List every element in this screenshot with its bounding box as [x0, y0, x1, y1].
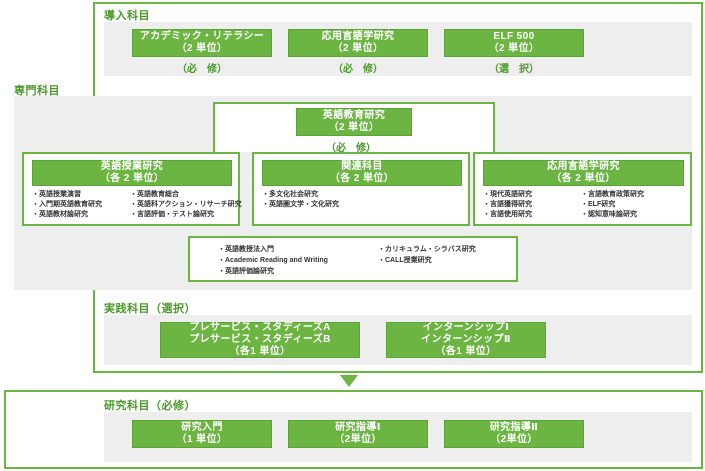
list-item: 英語教育総合	[130, 190, 242, 200]
course-name: 応用言語学研究	[321, 31, 395, 42]
course-name: 関連科目	[341, 161, 383, 172]
course-chip-english-lesson-research: 英語授業研究 （各 2 単位）	[32, 160, 232, 186]
course-sublist-left: 現代英語研究 言語獲得研究 言語使用研究	[483, 190, 532, 220]
list-item: カリキュラム・シラバス研究	[378, 244, 476, 255]
course-note-academic-literacy: （必 修）	[177, 64, 227, 75]
course-name: 英語教育研究	[322, 110, 386, 121]
course-credits: （2 単位）	[332, 43, 384, 54]
common-sublist-left: 英語教授法入門 Academic Reading and Writing 英語評…	[218, 244, 328, 277]
course-credits: （2 単位）	[328, 122, 380, 133]
course-name: 研究指導Ⅱ	[489, 422, 539, 433]
course-card-applied-linguistics[interactable]: 応用言語学研究 （各 2 単位） 現代英語研究 言語獲得研究 言語使用研究 言語…	[473, 152, 692, 226]
arrow-down-icon	[340, 375, 358, 387]
course-chip-english-education-research[interactable]: 英語教育研究 （2 単位）	[296, 108, 412, 136]
course-chip-related-subjects: 関連科目 （各 2 単位）	[262, 160, 462, 186]
list-item: 英語授業演習	[32, 190, 102, 200]
course-name-line2: インターンシップⅡ	[421, 334, 511, 345]
list-item: 言語使用研究	[483, 210, 532, 220]
list-item: 言語獲得研究	[483, 200, 532, 210]
course-name: ELF 500	[493, 31, 535, 42]
course-chip-research-introduction[interactable]: 研究入門 （1 単位）	[132, 420, 272, 448]
course-chip-academic-literacy[interactable]: アカデミック・リテラシー （2 単位）	[132, 29, 272, 57]
section-title-research: 研究科目（必修）	[104, 400, 196, 412]
course-name-line1: インターンシップⅠ	[422, 322, 510, 333]
course-credits: （2 単位）	[488, 43, 540, 54]
course-note-applied-linguistics-intro: （必 修）	[333, 64, 383, 75]
course-chip-applied-linguistics-intro[interactable]: 応用言語学研究 （2 単位）	[288, 29, 428, 57]
list-item: ELF研究	[581, 200, 644, 210]
course-name-line2: プレサービス・スタディーズB	[189, 334, 331, 345]
section-title-special: 専門科目	[14, 85, 60, 97]
section-title-practice: 実践科目（選択）	[104, 303, 196, 315]
course-sublist-right: 英語教育総合 英語科アクション・リサーチ研究 言語評価・テスト論研究	[130, 190, 242, 220]
list-item: 言語評価・テスト論研究	[130, 210, 242, 220]
course-chip-applied-linguistics: 応用言語学研究 （各 2 単位）	[483, 160, 684, 186]
course-card-common-subjects[interactable]: 英語教授法入門 Academic Reading and Writing 英語評…	[188, 236, 518, 282]
course-credits: （2単位）	[490, 434, 538, 445]
course-card-english-lesson-research[interactable]: 英語授業研究 （各 2 単位） 英語授業演習 入門期英語教育研究 英語教材論研究…	[22, 152, 242, 226]
course-name: 研究指導Ⅰ	[335, 422, 381, 433]
list-item: 入門期英語教育研究	[32, 200, 102, 210]
course-sublist-left: 多文化社会研究 英語圏文学・文化研究	[262, 190, 339, 210]
list-item: 英語教授法入門	[218, 244, 328, 255]
list-item: 現代英語研究	[483, 190, 532, 200]
course-chip-research-guidance-2[interactable]: 研究指導Ⅱ （2単位）	[444, 420, 584, 448]
course-chip-elf-500[interactable]: ELF 500 （2 単位）	[444, 29, 584, 57]
list-item: CALL授業研究	[378, 255, 476, 266]
course-name: 応用言語学研究	[547, 161, 620, 172]
course-credits: （1 単位）	[176, 434, 228, 445]
list-item: 英語科アクション・リサーチ研究	[130, 200, 242, 210]
course-name: 研究入門	[181, 422, 223, 433]
course-card-related-subjects[interactable]: 関連科目 （各 2 単位） 多文化社会研究 英語圏文学・文化研究	[252, 152, 470, 226]
list-item: 英語評価論研究	[218, 266, 328, 277]
course-credits: （各 2 単位）	[99, 173, 165, 184]
list-item: 英語圏文学・文化研究	[262, 200, 339, 210]
list-item: 英語教材論研究	[32, 210, 102, 220]
section-title-intro: 導入科目	[104, 10, 150, 22]
course-note-elf-500: （選 択）	[489, 64, 539, 75]
list-item: 言語教育政策研究	[581, 190, 644, 200]
course-credits: （各 2 単位）	[329, 173, 395, 184]
course-credits: （2 単位）	[176, 43, 228, 54]
course-chip-preservice-studies[interactable]: プレサービス・スタディーズA プレサービス・スタディーズB （各1 単位）	[160, 322, 360, 358]
course-credits: （各 2 単位）	[551, 173, 616, 184]
course-name: 英語授業研究	[100, 161, 164, 172]
course-credits: （2単位）	[334, 434, 382, 445]
course-sublist-left: 英語授業演習 入門期英語教育研究 英語教材論研究	[32, 190, 102, 220]
list-item: Academic Reading and Writing	[218, 255, 328, 266]
course-note-english-education-research: （必 修）	[326, 143, 376, 154]
course-sublist-right: 言語教育政策研究 ELF研究 認知意味論研究	[581, 190, 644, 220]
course-credits: （各1 単位）	[229, 346, 291, 357]
list-item: 多文化社会研究	[262, 190, 339, 200]
course-chip-internship[interactable]: インターンシップⅠ インターンシップⅡ （各1 単位）	[386, 322, 546, 358]
course-credits: （各1 単位）	[435, 346, 497, 357]
course-name-line1: プレサービス・スタディーズA	[189, 322, 331, 333]
common-sublist-right: カリキュラム・シラバス研究 CALL授業研究	[378, 244, 476, 266]
course-chip-research-guidance-1[interactable]: 研究指導Ⅰ （2単位）	[288, 420, 428, 448]
list-item: 認知意味論研究	[581, 210, 644, 220]
course-name: アカデミック・リテラシー	[139, 31, 265, 42]
